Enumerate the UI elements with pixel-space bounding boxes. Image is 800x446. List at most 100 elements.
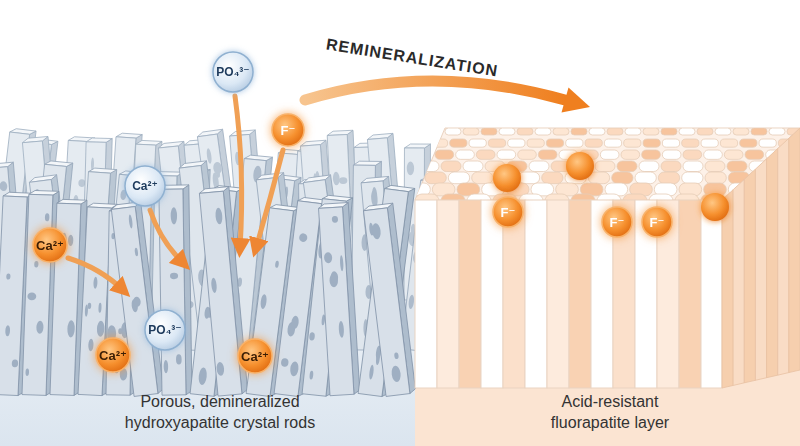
rod-pore bbox=[45, 213, 50, 221]
caption-label: Porous, demineralized hydroxyapatite cry… bbox=[100, 392, 340, 434]
rod-end bbox=[658, 172, 679, 184]
rod-end bbox=[604, 139, 621, 147]
rod-end bbox=[720, 139, 737, 147]
ion-label: F⁻ bbox=[281, 124, 296, 137]
rod-end bbox=[517, 128, 533, 135]
rod-end bbox=[518, 172, 539, 184]
rod-end bbox=[488, 139, 505, 147]
rod-end bbox=[635, 172, 656, 184]
rod-pore bbox=[176, 354, 182, 364]
rod-pore bbox=[340, 255, 344, 271]
rod-end bbox=[740, 139, 757, 147]
rod-pore bbox=[67, 320, 75, 338]
ion-arrow bbox=[235, 96, 242, 248]
process-arrow-head bbox=[562, 88, 591, 113]
rod-pore bbox=[275, 260, 279, 268]
rod-face bbox=[159, 189, 186, 395]
rod-end bbox=[499, 128, 515, 135]
ion-arrow bbox=[150, 210, 183, 263]
rod-end bbox=[745, 150, 764, 159]
rod-end bbox=[595, 161, 615, 172]
ion-label: F⁻ bbox=[501, 206, 516, 219]
rod-pore bbox=[212, 161, 222, 174]
block-side-rod bbox=[789, 128, 800, 373]
rod-end bbox=[661, 128, 677, 135]
ion-circle: PO₄³⁻ bbox=[144, 309, 186, 351]
fluoride-ball bbox=[566, 152, 594, 180]
ion-circle: Ca²⁺ bbox=[124, 165, 166, 207]
rod-pore bbox=[198, 367, 208, 385]
rod-top bbox=[404, 144, 430, 148]
rod-end bbox=[682, 172, 703, 184]
rod-end bbox=[683, 161, 703, 172]
rod-pore bbox=[281, 358, 289, 367]
rod-pore bbox=[215, 208, 223, 225]
rod-end bbox=[639, 161, 659, 172]
block-side-rod bbox=[767, 149, 778, 378]
rod-pore bbox=[407, 161, 414, 175]
rod-pore bbox=[309, 332, 315, 341]
fluorapatite-rod bbox=[481, 200, 503, 388]
rod-pore bbox=[332, 216, 339, 223]
rod-pore bbox=[339, 177, 348, 184]
rod-end bbox=[445, 128, 461, 135]
rod-pore bbox=[408, 163, 412, 173]
rod-pore bbox=[97, 321, 105, 337]
caption-label: Acid-resistant fluorapatite layer bbox=[522, 392, 698, 434]
rod-end bbox=[535, 128, 551, 135]
rod-end bbox=[727, 161, 747, 172]
rod-end bbox=[705, 161, 725, 172]
ion-arrow bbox=[256, 150, 283, 248]
block-side-rod bbox=[778, 138, 789, 375]
rod-end bbox=[435, 150, 454, 159]
rod-end bbox=[769, 128, 785, 135]
rod-end bbox=[642, 150, 661, 159]
rod-end bbox=[682, 139, 699, 147]
ion-shape bbox=[145, 310, 185, 350]
ion-arrow bbox=[68, 258, 123, 290]
ion-label: Ca²⁺ bbox=[241, 350, 269, 363]
ion-circle: F⁻ bbox=[492, 196, 524, 228]
block-side-rod bbox=[722, 190, 733, 388]
rod-pore bbox=[170, 273, 178, 280]
rod-pore bbox=[375, 353, 380, 366]
rod-pore bbox=[338, 321, 344, 338]
demineralized-rods bbox=[0, 128, 449, 397]
rod-end bbox=[715, 128, 731, 135]
rod-end bbox=[724, 150, 743, 159]
rod-pore bbox=[78, 179, 85, 187]
ion-circle: F⁻ bbox=[271, 113, 305, 147]
rod-end bbox=[518, 150, 537, 159]
rod-end bbox=[759, 139, 776, 147]
ion-circle: Ca²⁺ bbox=[32, 227, 68, 263]
ion-label: F⁻ bbox=[650, 216, 665, 229]
ion-label: PO₄³⁻ bbox=[148, 324, 181, 336]
fluorapatite-rod bbox=[437, 200, 459, 388]
crystal-rod bbox=[159, 185, 192, 395]
rod-pore bbox=[309, 371, 313, 380]
rod-end bbox=[566, 139, 583, 147]
rod-face bbox=[364, 208, 410, 397]
rod-pore bbox=[133, 296, 142, 307]
rod-pore bbox=[5, 325, 10, 336]
rod-pore bbox=[369, 365, 375, 380]
block-side-rod bbox=[733, 179, 744, 385]
rod-pore bbox=[34, 261, 38, 268]
rod-pore bbox=[118, 328, 122, 334]
ion-circle: Ca²⁺ bbox=[95, 337, 131, 373]
rod-end bbox=[463, 128, 479, 135]
rod-pore bbox=[211, 277, 218, 293]
ion-arrows bbox=[68, 96, 283, 290]
rod-end bbox=[469, 139, 486, 147]
rod-pore bbox=[27, 292, 36, 300]
fluorapatite-rod bbox=[701, 200, 722, 388]
rod-pore bbox=[291, 315, 300, 329]
rod-pore bbox=[260, 294, 268, 310]
rod-pore bbox=[333, 172, 340, 186]
rod-end bbox=[430, 139, 447, 147]
rod-end bbox=[683, 150, 702, 159]
rod-pore bbox=[391, 365, 402, 382]
rod-end bbox=[624, 139, 641, 147]
rod-end bbox=[751, 128, 767, 135]
